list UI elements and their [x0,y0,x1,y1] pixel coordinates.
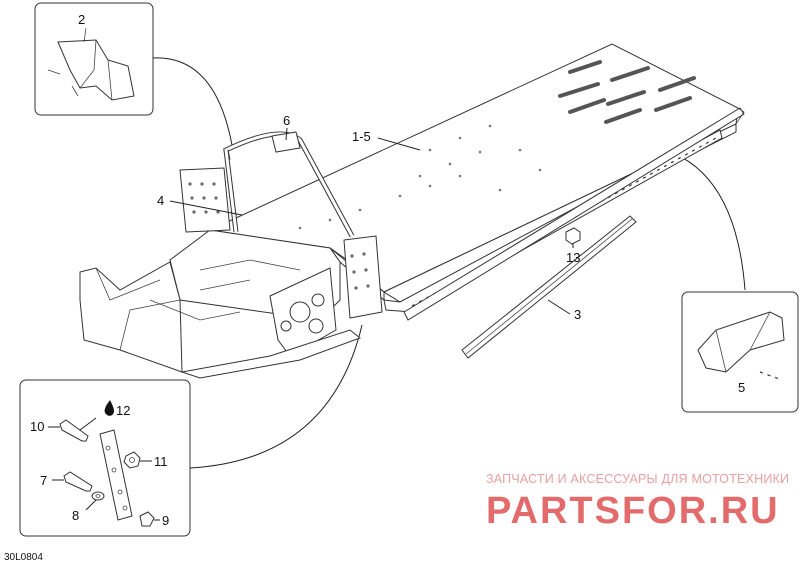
leader-2 [152,57,233,146]
callout-8: 8 [72,508,79,523]
inset-part-2: 2 [34,2,154,116]
leader-4 [169,200,243,216]
figure-code: 30L0804 [4,552,43,563]
leader-6 [285,127,288,141]
leader-hardware [189,324,363,469]
inset-hardware: 10 7 8 11 9 12 [19,379,191,537]
slide-rail-part-3 [461,215,637,359]
callout-12: 12 [116,403,130,418]
watermark-logo: PARTSFOR.RU [486,490,780,532]
oil-drop-icon [104,400,114,416]
callout-13: 13 [566,250,580,265]
callout-1-5: 1-5 [352,129,371,144]
callout-4: 4 [157,193,164,208]
callout-6: 6 [283,113,290,128]
callout-11: 11 [154,454,168,469]
callout-3: 3 [574,307,581,322]
watermark-tagline: ЗАПЧАСТИ И АКСЕССУАРЫ ДЛЯ МОТОТЕХНИКИ [486,472,789,486]
callout-7: 7 [40,473,47,488]
plug-part-13 [565,227,581,248]
chassis-frame [79,43,745,379]
leader-3 [547,299,571,315]
callout-9: 9 [162,513,169,528]
callout-10: 10 [30,419,44,434]
leader-1-5 [377,137,421,151]
inset-part-5: 5 [681,291,799,413]
callout-5: 5 [738,380,745,395]
watermark: ЗАПЧАСТИ И АКСЕССУАРЫ ДЛЯ МОТОТЕХНИКИ PA… [486,472,789,532]
callout-2: 2 [78,12,85,27]
